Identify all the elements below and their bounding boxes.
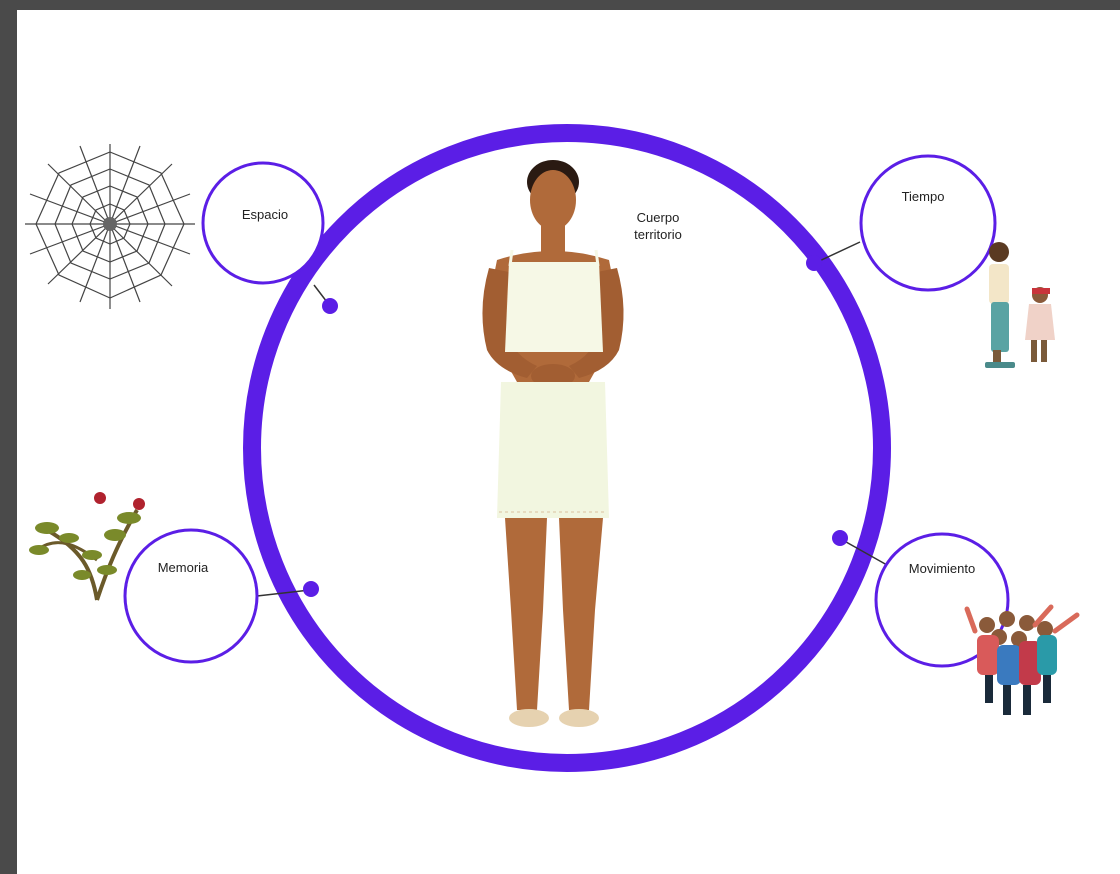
- node-tiempo: [861, 156, 995, 290]
- label-movimiento: Movimiento: [909, 561, 975, 576]
- label-tiempo: Tiempo: [902, 189, 945, 204]
- center-label-line-1: Cuerpo: [637, 210, 680, 225]
- dot-movimiento: [832, 530, 848, 546]
- dot-memoria: [303, 581, 319, 597]
- label-espacio: Espacio: [242, 207, 288, 222]
- dot-espacio: [322, 298, 338, 314]
- woman-figure-icon: [482, 160, 623, 727]
- center-label-line-2: territorio: [634, 227, 682, 242]
- diagram-svg: Espacio Tiempo Memoria Movimiento Cuerpo…: [17, 10, 1120, 874]
- spider-web-icon: [25, 144, 195, 309]
- mother-child-icon: [985, 242, 1055, 368]
- dot-tiempo: [806, 255, 822, 271]
- node-espacio: [203, 163, 323, 283]
- node-memoria: [125, 530, 257, 662]
- label-memoria: Memoria: [158, 560, 209, 575]
- crowd-icon: [967, 607, 1077, 715]
- diagram-canvas: Espacio Tiempo Memoria Movimiento Cuerpo…: [17, 10, 1120, 874]
